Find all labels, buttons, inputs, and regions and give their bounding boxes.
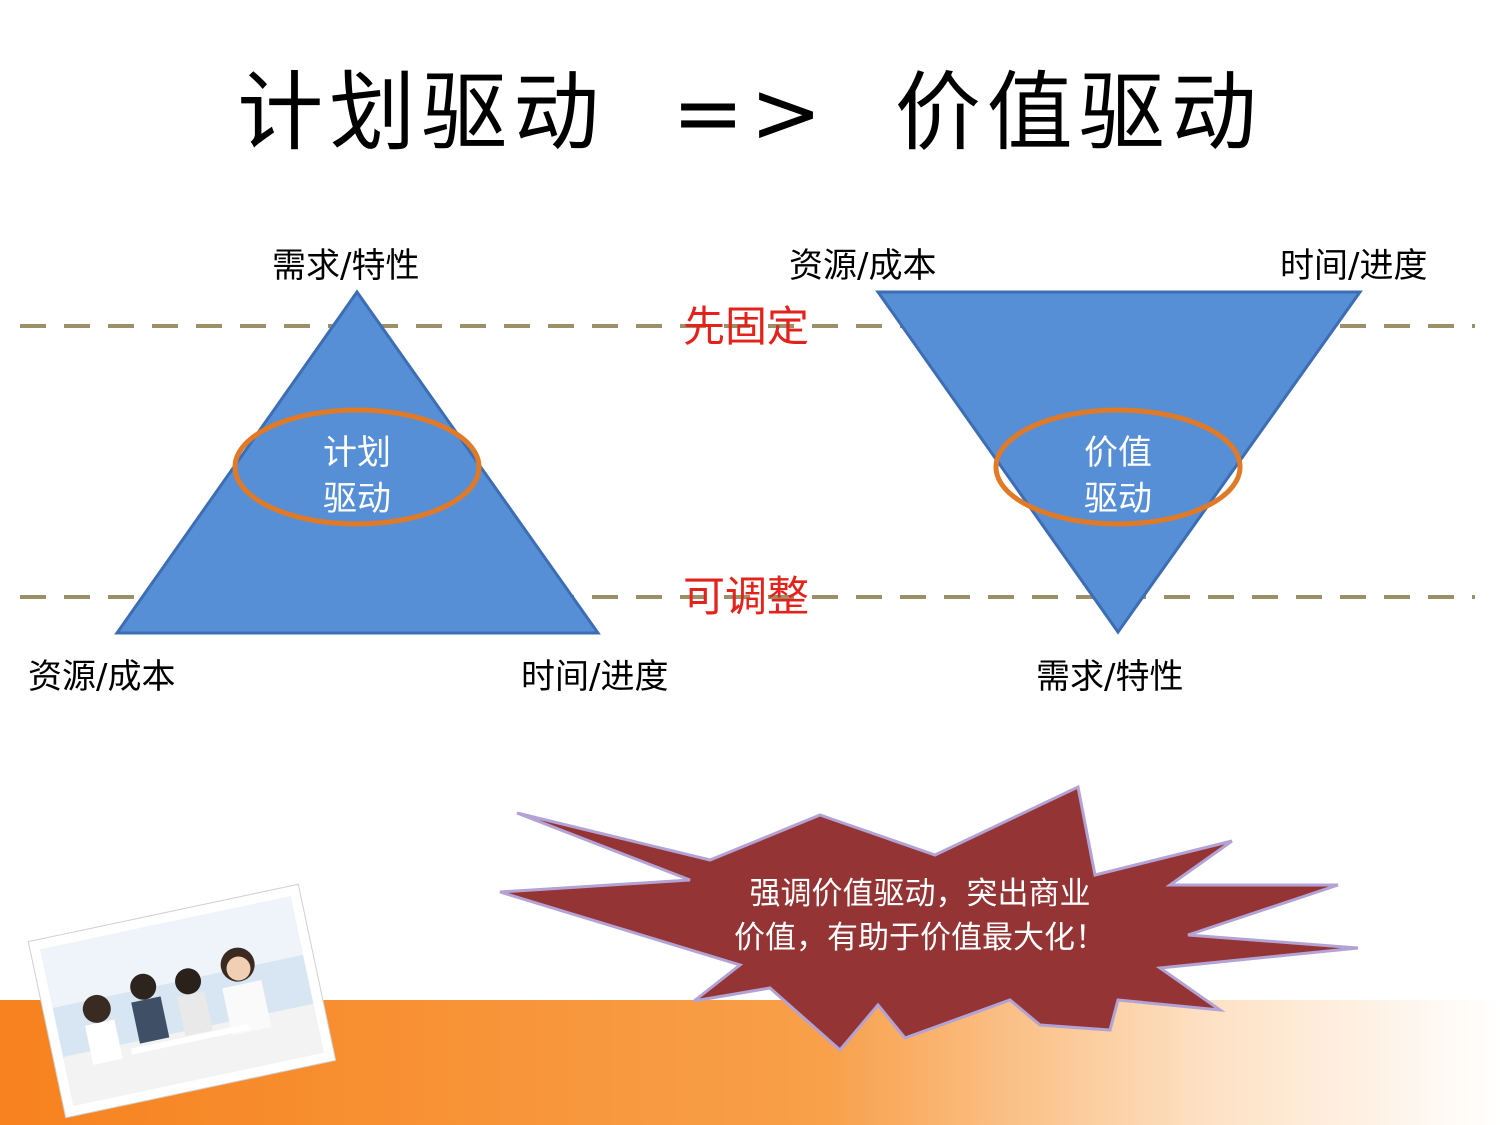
value-top-right-label: 时间/进度	[1280, 246, 1428, 286]
callout-text: 强调价值驱动，突出商业 价值，有助于价值最大化！	[680, 872, 1160, 960]
value-bottom-label: 需求/特性	[1036, 657, 1184, 697]
plan-center-line1: 计划	[323, 433, 391, 473]
value-ellipse	[993, 407, 1243, 527]
value-top-left-label: 资源/成本	[789, 246, 937, 286]
plan-top-label: 需求/特性	[272, 246, 420, 286]
plan-bottom-left-label: 资源/成本	[28, 657, 176, 697]
page-title: 计划驱动 => 价值驱动	[237, 63, 1263, 163]
value-center-line2: 驱动	[1084, 479, 1152, 519]
callout-line2: 价值，有助于价值最大化！	[734, 920, 1106, 956]
plan-ellipse	[232, 407, 482, 527]
team-photo	[27, 883, 337, 1119]
callout-line1: 强调价值驱动，突出商业	[749, 876, 1091, 912]
zone-label-adjustable: 可调整	[683, 572, 810, 621]
plan-center-line2: 驱动	[323, 479, 391, 519]
plan-bottom-right-label: 时间/进度	[521, 657, 669, 697]
zone-label-fixed: 先固定	[683, 302, 810, 351]
value-center-line1: 价值	[1084, 433, 1152, 473]
value-center-text: 价值 驱动	[1058, 430, 1178, 522]
callout-starburst	[499, 784, 1359, 1053]
plan-center-text: 计划 驱动	[297, 430, 417, 522]
